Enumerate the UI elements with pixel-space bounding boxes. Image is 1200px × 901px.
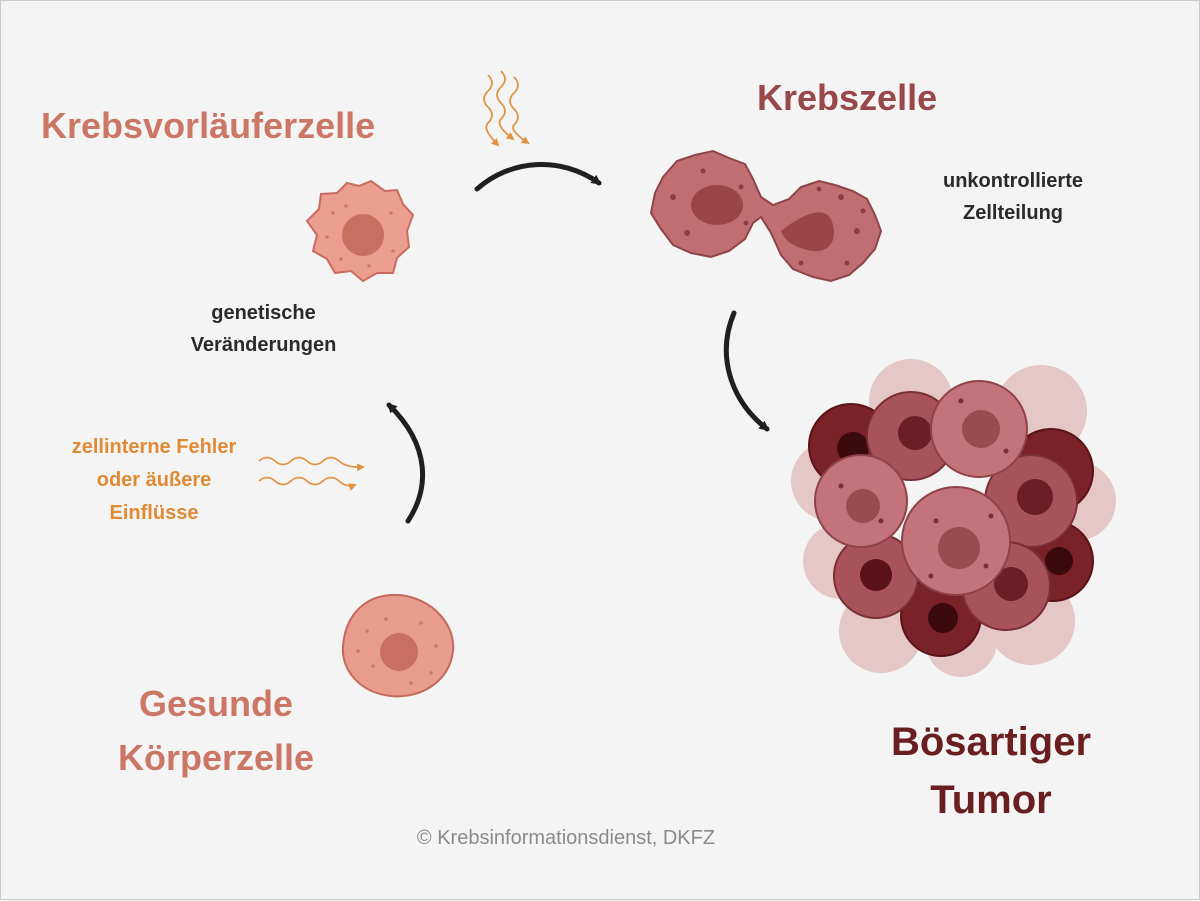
copyright-credit: © Krebsinformationsdienst, DKFZ <box>416 827 716 849</box>
influences-caption-line3: Einflüsse <box>109 502 199 524</box>
division-caption-line2: Zellteilung <box>963 202 1063 224</box>
healthy-cell <box>341 593 455 698</box>
precursor-cell-title: Krebsvorläuferzelle <box>41 105 376 146</box>
genetic-changes-caption: genetische Veränderungen <box>161 297 366 361</box>
dividing-cancer-cell <box>649 149 883 283</box>
malignant-tumor <box>791 359 1116 677</box>
arrow-cancer-to-tumor <box>724 310 770 432</box>
healthy-title-line2: Körperzelle <box>117 737 315 778</box>
division-caption: unkontrollierte Zellteilung <box>913 165 1113 229</box>
influence-waves-left <box>258 456 365 491</box>
genetic-caption-line2: Veränderungen <box>190 334 337 356</box>
influences-caption: zellinterne Fehler oder äußere Einflüsse <box>49 431 259 530</box>
influence-waves-top <box>483 70 530 147</box>
tumor-title-line1: Bösartiger <box>890 720 1092 764</box>
tumor-title-line2: Tumor <box>930 778 1052 822</box>
arrow-precursor-to-cancer <box>474 162 602 192</box>
division-caption-line1: unkontrollierte <box>942 170 1083 192</box>
influences-caption-line2: oder äußere <box>96 469 212 491</box>
arrow-healthy-to-precursor <box>386 402 426 524</box>
tumor-title: Bösartiger Tumor <box>861 713 1121 829</box>
healthy-title-line1: Gesunde <box>138 683 294 724</box>
influences-caption-line1: zellinterne Fehler <box>71 436 237 458</box>
genetic-caption-line1: genetische <box>211 302 316 324</box>
cancer-cell-title: Krebszelle <box>757 77 938 118</box>
healthy-cell-title: Gesunde Körperzelle <box>91 677 341 785</box>
precursor-cell <box>305 179 415 283</box>
